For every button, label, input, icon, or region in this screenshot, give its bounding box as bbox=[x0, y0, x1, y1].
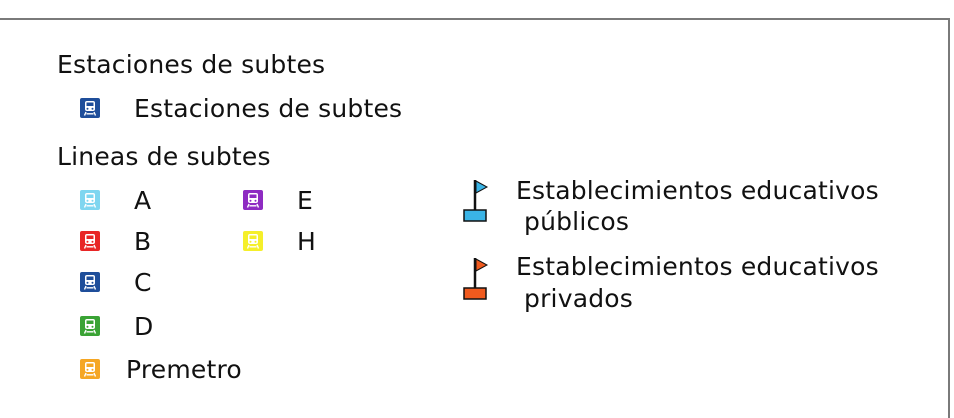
line-d-icon bbox=[80, 316, 100, 336]
private-school-label-line2: privados bbox=[524, 284, 633, 313]
line-b-label: B bbox=[134, 227, 152, 256]
line-c-label: C bbox=[134, 268, 152, 297]
public-school-label-line2: públicos bbox=[524, 207, 630, 236]
line-a-label: A bbox=[134, 186, 152, 215]
public-school-label-line1: Establecimientos educativos bbox=[516, 176, 879, 205]
line-h-icon bbox=[243, 231, 263, 251]
line-d-label: D bbox=[134, 312, 154, 341]
line-a-icon bbox=[80, 190, 100, 210]
line-premetro-label: Premetro bbox=[126, 355, 242, 384]
legend-panel bbox=[0, 18, 950, 418]
line-h-label: H bbox=[297, 227, 316, 256]
line-c-icon bbox=[80, 272, 100, 292]
lines-heading: Lineas de subtes bbox=[57, 142, 271, 171]
private-school-flag-icon bbox=[463, 256, 497, 304]
subway-station-icon bbox=[80, 98, 100, 118]
stations-heading: Estaciones de subtes bbox=[57, 50, 326, 79]
line-premetro-icon bbox=[80, 359, 100, 379]
line-e-icon bbox=[243, 190, 263, 210]
line-e-label: E bbox=[297, 186, 313, 215]
line-b-icon bbox=[80, 231, 100, 251]
private-school-label-line1: Establecimientos educativos bbox=[516, 252, 879, 281]
public-school-flag-icon bbox=[463, 178, 497, 226]
stations-item-label: Estaciones de subtes bbox=[134, 94, 403, 123]
